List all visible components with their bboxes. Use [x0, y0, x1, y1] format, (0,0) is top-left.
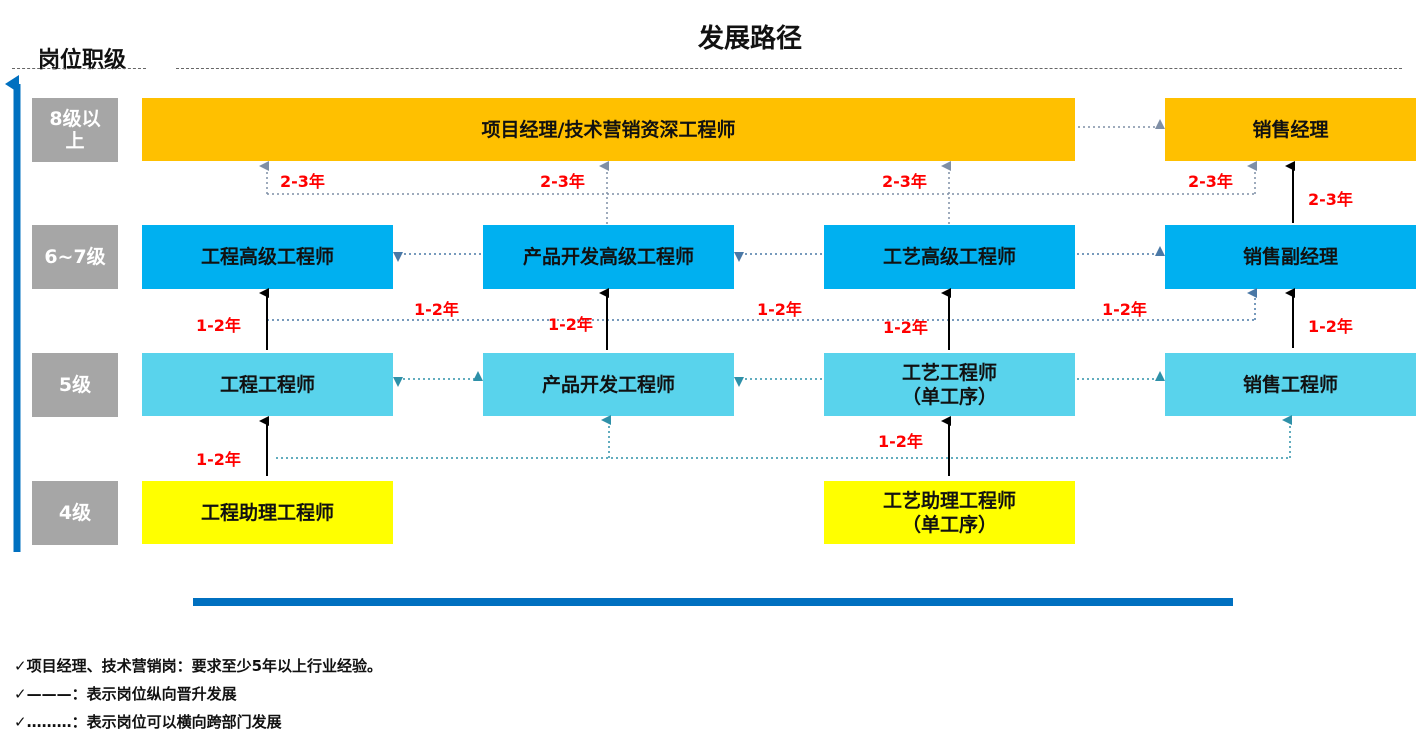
duration-label: 1-2年: [1308, 317, 1353, 336]
node-process-assistant: 工艺助理工程师 （单工序）: [824, 481, 1075, 544]
note-line: ✓项目经理、技术营销岗：要求至少5年以上行业经验。: [14, 657, 383, 675]
duration-label: 1-2年: [878, 432, 923, 451]
node-process-senior: 工艺高级工程师: [824, 225, 1075, 289]
duration-label: 2-3年: [280, 172, 325, 191]
notes: ✓项目经理、技术营销岗：要求至少5年以上行业经验。 ✓———：表示岗位纵向晋升发…: [14, 652, 382, 736]
duration-label: 1-2年: [757, 300, 802, 319]
note-line: ✓———：表示岗位纵向晋升发展: [14, 685, 237, 703]
duration-label: 2-3年: [1308, 190, 1353, 209]
node-product-senior: 产品开发高级工程师: [483, 225, 734, 289]
node-process-engineer: 工艺工程师 （单工序）: [824, 353, 1075, 416]
duration-label: 1-2年: [883, 318, 928, 337]
level-6-7: 6~7级: [32, 225, 118, 289]
level-5: 5级: [32, 353, 118, 417]
note-line: ✓………：表示岗位可以横向跨部门发展: [14, 713, 282, 731]
level-4: 4级: [32, 481, 118, 545]
node-product-engineer: 产品开发工程师: [483, 353, 734, 416]
duration-label: 1-2年: [196, 450, 241, 469]
page-title: 发展路径: [697, 24, 802, 54]
title-divider: [176, 68, 1402, 69]
duration-label: 2-3年: [882, 172, 927, 191]
level-8-plus: 8级以 上: [32, 98, 118, 162]
duration-label: 1-2年: [1102, 300, 1147, 319]
node-project-manager: 项目经理/技术营销资深工程师: [142, 98, 1075, 161]
node-sales-deputy: 销售副经理: [1165, 225, 1416, 289]
node-engineering-senior: 工程高级工程师: [142, 225, 393, 289]
duration-label: 1-2年: [414, 300, 459, 319]
axis-underline: [12, 68, 146, 69]
duration-label: 2-3年: [540, 172, 585, 191]
duration-label: 2-3年: [1188, 172, 1233, 191]
node-sales-manager: 销售经理: [1165, 98, 1416, 161]
duration-label: 1-2年: [196, 316, 241, 335]
duration-label: 1-2年: [548, 315, 593, 334]
node-engineering-engineer: 工程工程师: [142, 353, 393, 416]
bottom-bar: [193, 598, 1233, 606]
node-sales-engineer: 销售工程师: [1165, 353, 1416, 416]
node-engineering-assistant: 工程助理工程师: [142, 481, 393, 544]
